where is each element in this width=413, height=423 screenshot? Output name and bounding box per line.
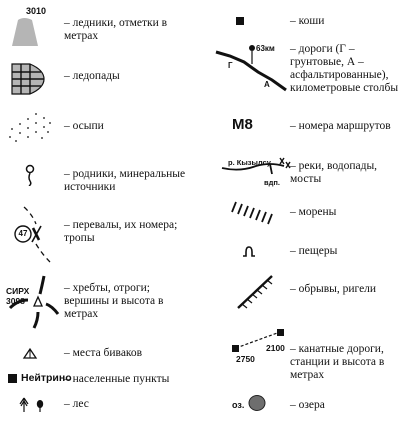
pass-label: – перевалы, их номера; тропы (64, 219, 178, 244)
caves-label: – пещеры (290, 245, 338, 257)
lakes-label: – озера (290, 399, 325, 411)
glacier-symbol (4, 6, 54, 48)
spring-label: – родники, минеральные источники (64, 168, 186, 193)
ridge-peak-mark: СИРХ (6, 286, 30, 296)
roads-symbol (214, 40, 290, 96)
spring-icon (24, 164, 36, 187)
road-asphalt-mark: А (264, 80, 270, 89)
settlement-icon (8, 374, 17, 383)
road-kilometer-mark: 63км (256, 44, 275, 53)
lake-abbrev-mark: оз. (232, 400, 245, 410)
moraines-label: – морены (290, 206, 337, 218)
pass-symbol (6, 204, 62, 264)
cable-car-lower-elevation-mark: 2750 (236, 354, 255, 364)
cable-car-upper-elevation-mark: 2100 (266, 343, 285, 353)
roads-label: – дороги (Г – грунтовые, А – асфальтиров… (290, 43, 399, 94)
road-dirt-mark: Г (228, 61, 233, 70)
waterfall-mark: вдп. (264, 178, 280, 187)
route-numbers-label: – номера маршрутов (290, 120, 391, 132)
kosh-icon (236, 17, 244, 25)
forest-icon (18, 396, 48, 414)
bivouac-icon (22, 346, 38, 359)
cliff-symbol (234, 272, 278, 312)
cave-icon (242, 244, 256, 257)
bivouac-label: – места биваков (64, 347, 143, 359)
scree-symbol (6, 110, 54, 146)
route-number-mark: М8 (232, 116, 253, 133)
ridge-label: – хребты, отроги; вершины и высота в мет… (64, 282, 164, 320)
glacier-elevation-mark: 3010 (26, 6, 47, 16)
cable-car-symbol (228, 326, 288, 354)
moraine-symbol (230, 200, 278, 226)
ridge-elevation-mark: 3098 (6, 296, 25, 306)
settlement-name-mark: Нейтрино (21, 372, 72, 384)
river-name-mark: р. Кызылсу (228, 158, 271, 167)
lake-icon (248, 394, 266, 412)
icefall-label: – ледопады (64, 70, 120, 82)
ridge-symbol (4, 270, 60, 330)
scree-label: – осыпи (64, 120, 104, 132)
rivers-label: – реки, водопады, мосты (290, 160, 378, 185)
pass-number-mark: 47 (18, 229, 28, 238)
cable-cars-label: – канатные дороги, станции и высота в ме… (290, 343, 385, 381)
settlement-label: – населенные пункты (64, 373, 170, 385)
forest-label: – лес (64, 398, 89, 410)
cliffs-label: – обрывы, ригели (290, 283, 377, 295)
glacier-label: – ледники, отметки в метрах (64, 17, 168, 42)
kosh-label: – коши (290, 15, 325, 27)
icefall-symbol (8, 60, 48, 98)
river-symbol (220, 154, 292, 190)
